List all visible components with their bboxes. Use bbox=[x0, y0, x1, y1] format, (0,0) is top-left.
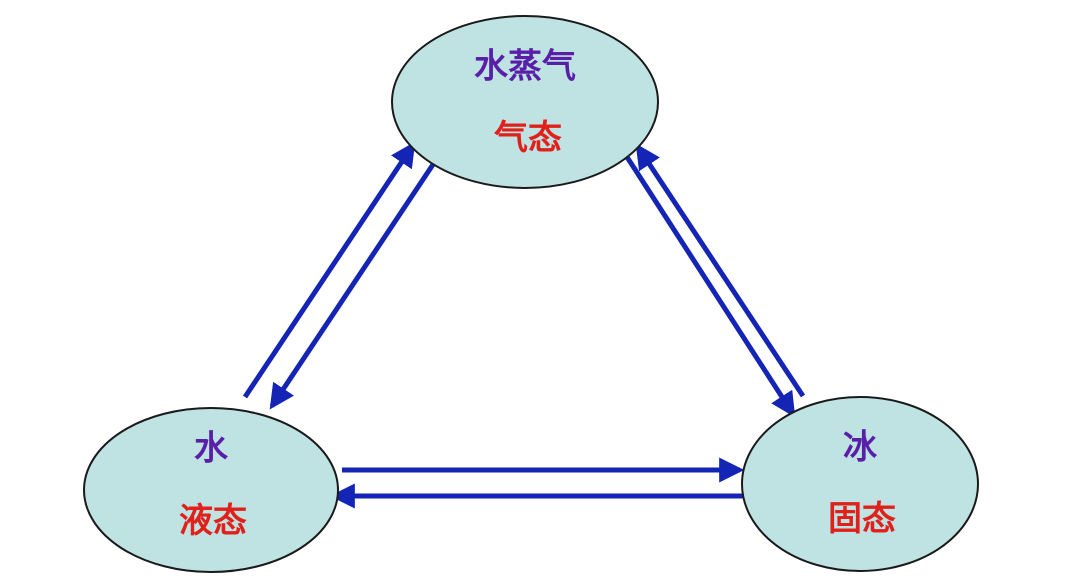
node-water-state: 液态 bbox=[179, 501, 247, 541]
arrow-water-to-vapor bbox=[242, 141, 416, 399]
node-ice: 冰 固态 bbox=[741, 396, 979, 572]
node-vapor: 水蒸气 气态 bbox=[391, 15, 659, 189]
node-vapor-ellipse bbox=[391, 15, 659, 189]
arrow-ice-to-vapor bbox=[635, 143, 806, 398]
node-ice-ellipse bbox=[741, 396, 979, 572]
node-vapor-name: 水蒸气 bbox=[474, 47, 576, 87]
node-ice-name: 冰 bbox=[843, 428, 878, 468]
node-vapor-state: 气态 bbox=[493, 118, 562, 158]
node-water: 水 液态 bbox=[83, 407, 339, 573]
node-water-name: 水 bbox=[194, 429, 229, 469]
arrow-vapor-to-ice bbox=[624, 155, 796, 418]
arrow-layer bbox=[242, 141, 806, 509]
arrow-vapor-to-water bbox=[269, 155, 441, 410]
node-water-ellipse bbox=[83, 407, 339, 573]
node-ice-state: 固态 bbox=[828, 499, 896, 539]
